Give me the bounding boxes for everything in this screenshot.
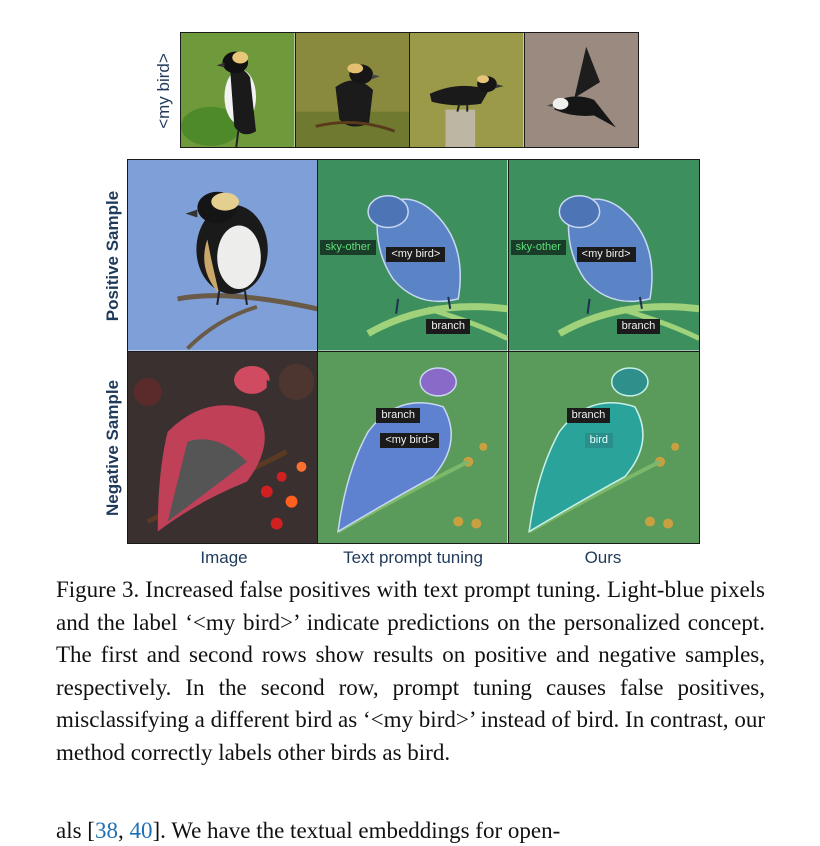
negative-sample-label: Negative Sample xyxy=(103,379,122,517)
body-text-after: ]. We have the textual embeddings for op… xyxy=(152,818,561,843)
column-label-text-prompt-tuning: Text prompt tuning xyxy=(343,548,483,567)
tag-bird: bird xyxy=(584,432,613,448)
negative-ours: branch bird xyxy=(508,351,699,543)
tag-my-bird: <my bird> xyxy=(380,432,440,448)
results-grid: sky-other <my bird> branch sky-other <my… xyxy=(127,159,700,544)
tag-branch: branch xyxy=(376,407,420,423)
positive-text-prompt-tuning: sky-other <my bird> branch xyxy=(318,160,509,352)
reference-photo-4 xyxy=(524,33,638,147)
tag-sky-other: sky-other xyxy=(320,240,376,255)
positive-image xyxy=(128,160,319,352)
my-bird-row-label: <my bird> xyxy=(154,53,173,129)
tag-my-bird: <my bird> xyxy=(576,247,636,262)
reference-photo-3 xyxy=(410,33,525,147)
column-label-image: Image xyxy=(200,548,248,567)
reference-photo-2 xyxy=(295,33,410,147)
column-label-ours: Ours xyxy=(584,548,622,567)
body-text-before: als [ xyxy=(56,818,95,843)
citation-link[interactable]: 38 xyxy=(94,818,118,843)
positive-sample-label: Positive Sample xyxy=(103,190,122,322)
tag-branch: branch xyxy=(616,319,661,334)
reference-image-strip xyxy=(180,32,639,148)
body-text-separator: , xyxy=(117,818,130,843)
negative-text-prompt-tuning: branch <my bird> xyxy=(318,351,509,543)
figure-caption: Figure 3. Increased false positives with… xyxy=(56,577,765,765)
tag-my-bird: <my bird> xyxy=(386,247,446,262)
negative-image xyxy=(128,351,319,543)
tag-branch: branch xyxy=(566,407,611,423)
reference-photo-1 xyxy=(181,33,296,147)
body-text-fragment: als [38, 40]. We have the textual embedd… xyxy=(56,816,765,846)
citation-link[interactable]: 40 xyxy=(129,818,153,843)
tag-branch: branch xyxy=(426,319,470,334)
positive-ours: sky-other <my bird> branch xyxy=(508,160,699,352)
tag-sky-other: sky-other xyxy=(510,240,566,255)
